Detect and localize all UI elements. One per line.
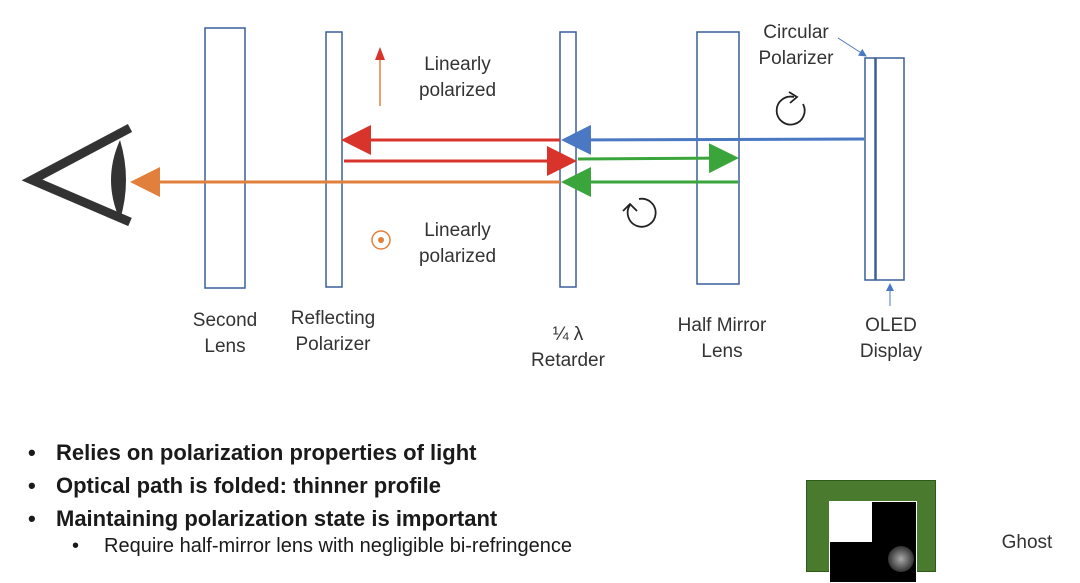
retarder-label-line2: Retarder [531, 350, 605, 371]
ghost-label: Ghost [1001, 532, 1053, 553]
bullet-item: •Optical path is folded: thinner profile [28, 473, 442, 498]
circular-polarizer-label-line1: Circular [763, 22, 829, 43]
ghost-sample-image [806, 480, 936, 583]
bullet-list: •Relies on polarization properties of li… [28, 436, 497, 535]
ghost-image-frame [829, 501, 917, 583]
sub-bullet: •Require half-mirror lens with negligibl… [72, 535, 572, 557]
bullet-text: Optical path is folded: thinner profile [56, 473, 442, 498]
linearly-polarized-bottom-label: Linearly polarized [410, 218, 505, 270]
eye-icon [21, 124, 133, 227]
circular-polarizer-label-line2: Polarizer [758, 48, 834, 69]
reflecting-polarizer [325, 31, 343, 288]
second-lens [204, 27, 246, 289]
second-lens-label: Second Lens [182, 308, 268, 360]
half-mirror-lens-label: Half Mirror Lens [662, 313, 782, 365]
ray-green-forward [577, 143, 739, 174]
ghost-image-glow [888, 546, 914, 572]
bullet-item: •Maintaining polarization state is impor… [28, 506, 498, 531]
out-of-plane-polarization-icon [371, 230, 391, 250]
circular-polarizer-pointer [837, 37, 867, 57]
ghost-image-white-block [830, 502, 872, 542]
oled-label-line1: OLED [865, 315, 917, 336]
half-mirror-label-line1: Half Mirror [677, 315, 767, 336]
half-mirror-label-line2: Lens [701, 341, 743, 362]
reflecting-polarizer-label-line2: Polarizer [295, 334, 371, 355]
reflecting-polarizer-label-line1: Reflecting [290, 308, 376, 329]
oled-label-line2: Display [859, 341, 923, 362]
lin-pol-bottom-line2: polarized [418, 246, 497, 267]
optical-path-diagram [21, 27, 905, 306]
vertical-polarization-arrow-icon [375, 47, 385, 106]
circular-polarizer-plate [864, 57, 876, 281]
bullet-item: •Relies on polarization properties of li… [28, 440, 477, 465]
circular-polarizer-label: Circular Polarizer [750, 20, 842, 72]
oled-display-label: OLED Display [846, 313, 936, 365]
linearly-polarized-top-label: Linearly polarized [410, 52, 505, 104]
ray-blue [561, 124, 865, 155]
bullet-text: Maintaining polarization state is import… [56, 506, 498, 531]
sub-bullet-text: Require half-mirror lens with negligible… [104, 535, 572, 557]
counterclockwise-circular-icon [622, 197, 657, 228]
reflecting-polarizer-label: Reflecting Polarizer [278, 306, 388, 358]
second-lens-label-line1: Second [192, 310, 258, 331]
bullet-text: Relies on polarization properties of lig… [56, 440, 477, 465]
lin-pol-top-line2: polarized [418, 80, 497, 101]
retarder-label-line1: ¼ λ [552, 324, 584, 345]
second-lens-label-line2: Lens [204, 336, 246, 357]
retarder-label: ¼ λ Retarder [518, 322, 618, 374]
oled-display [875, 57, 905, 281]
clockwise-circular-icon [775, 91, 806, 126]
lin-pol-bottom-line1: Linearly [424, 220, 491, 241]
lin-pol-top-line1: Linearly [424, 54, 491, 75]
